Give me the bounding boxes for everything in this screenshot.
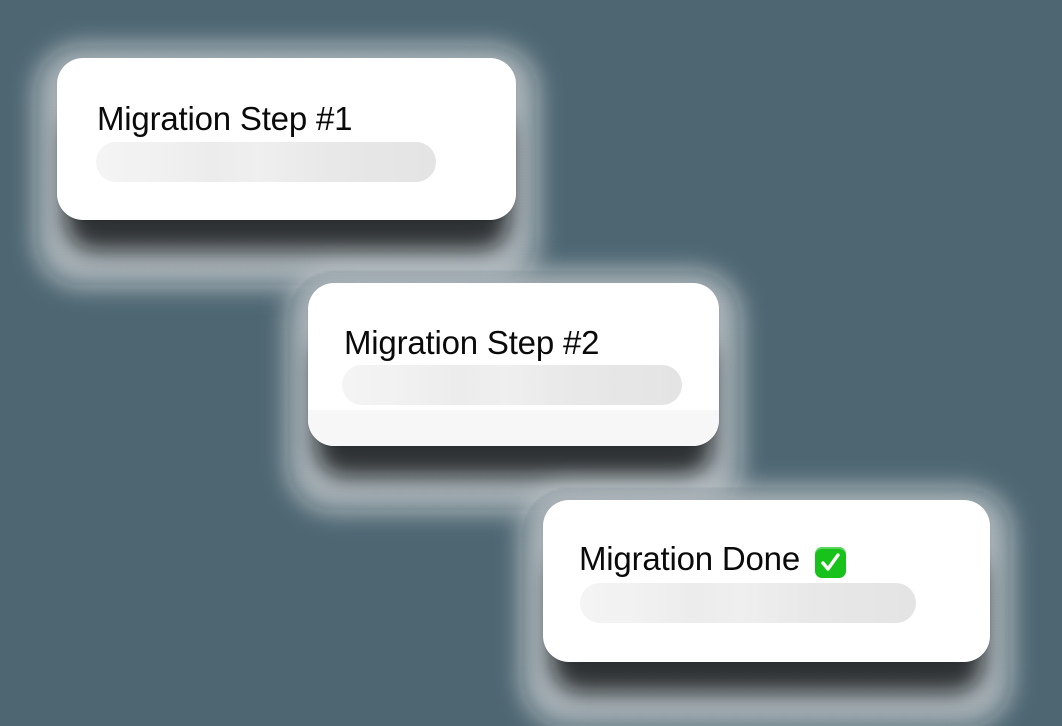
skeleton-placeholder-bar xyxy=(342,365,682,405)
card-title-text: Migration Done xyxy=(579,540,800,577)
skeleton-placeholder-bar xyxy=(96,142,436,182)
notification-card-migration-step-1[interactable]: Migration Step #1 xyxy=(57,58,516,220)
notification-card-migration-step-2[interactable]: Migration Step #2 xyxy=(308,283,719,446)
skeleton-placeholder-bar xyxy=(580,583,916,623)
card-title-migration-done: Migration Done xyxy=(579,542,846,578)
white-heavy-check-mark-icon xyxy=(814,545,846,578)
card-title-migration-step-2: Migration Step #2 xyxy=(344,324,600,361)
card-footer-strip xyxy=(308,410,719,446)
notification-card-migration-done[interactable]: Migration Done xyxy=(543,500,990,662)
card-title-migration-step-1: Migration Step #1 xyxy=(97,100,353,137)
